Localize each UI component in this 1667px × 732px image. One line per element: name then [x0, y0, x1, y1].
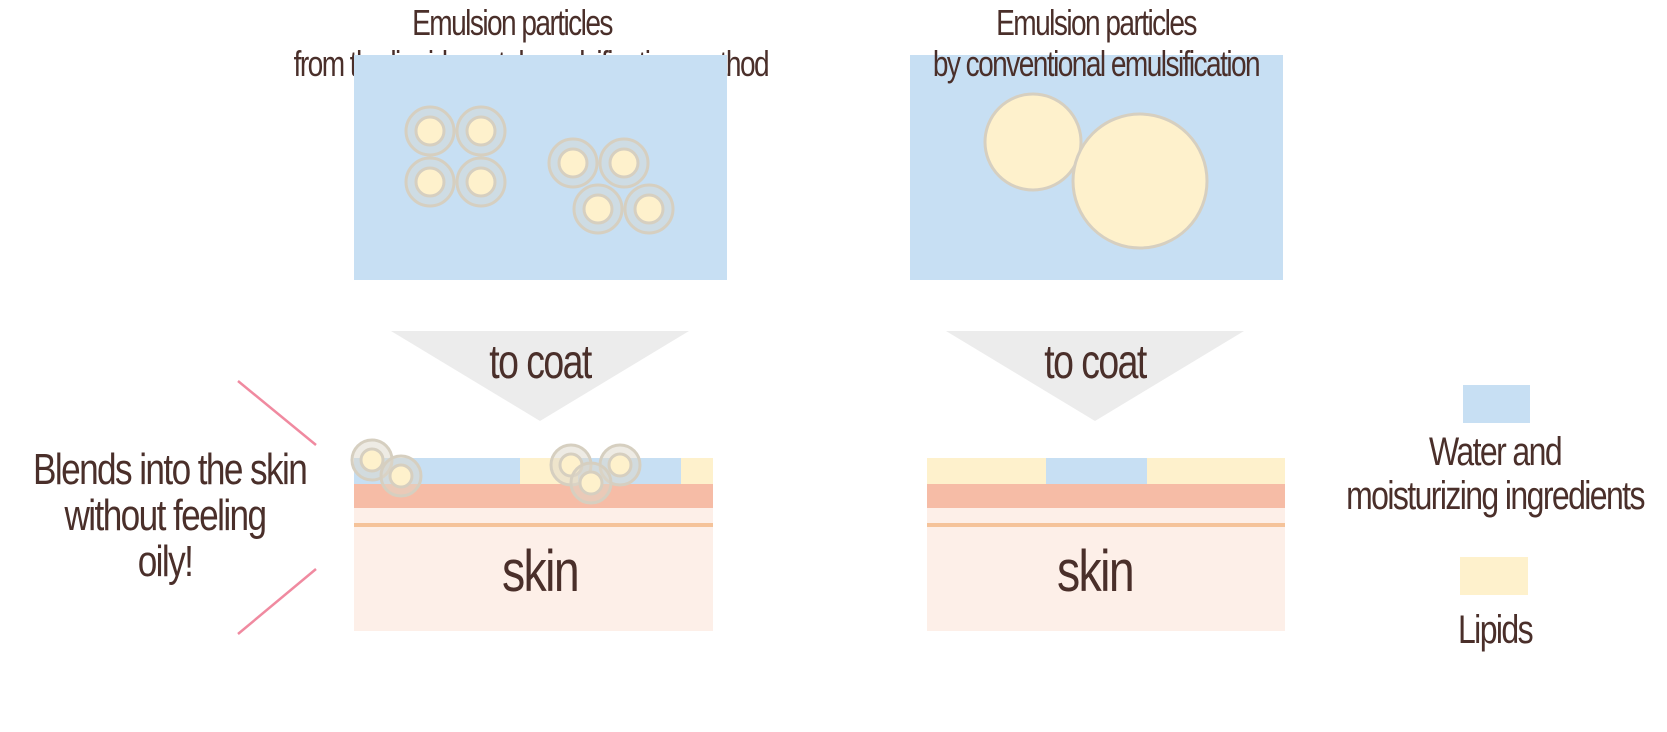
lc-particle	[547, 137, 599, 189]
lc-particle	[598, 137, 650, 189]
right-coating-water	[1046, 458, 1147, 484]
lc-skin-particles	[350, 438, 642, 505]
callout-line-top	[237, 380, 317, 446]
lc-particle	[569, 461, 613, 505]
right-coating-lipid-1	[927, 458, 1046, 484]
legend-water-line2: moisturizing ingredients	[1346, 474, 1645, 518]
right-skin-label: skin	[1056, 539, 1135, 604]
legend-lipids-label: Lipids	[1457, 608, 1534, 652]
lc-particle	[379, 454, 423, 498]
left-coating-lipid-2	[681, 458, 713, 484]
legend-lipid-swatch	[1460, 557, 1528, 595]
right-skin-body	[927, 508, 1285, 631]
callout-line3: oily!	[137, 537, 194, 587]
right-skin-layers	[927, 458, 1285, 631]
right-arrow-label: to coat	[1044, 336, 1147, 389]
lc-particle	[404, 105, 456, 157]
lc-particle-group-1	[404, 105, 507, 208]
right-skin-line	[927, 523, 1285, 527]
conventional-particle-large	[1071, 112, 1209, 250]
right-coating-lipid-2	[1147, 458, 1285, 484]
left-skin-body	[354, 508, 713, 631]
right-title-line1: Emulsion particles	[996, 2, 1197, 43]
lc-particle	[623, 183, 675, 235]
lc-particle	[455, 156, 507, 208]
conventional-particle-small	[983, 92, 1083, 192]
callout-line1: Blends into the skin	[33, 445, 308, 494]
callout-text: Blends into the skin without feeling oil…	[33, 445, 308, 587]
left-coat-arrow	[391, 331, 689, 421]
right-skin-top	[927, 484, 1285, 508]
left-title-line1: Emulsion particles	[412, 2, 613, 43]
callout-line-bottom	[237, 568, 317, 635]
legend-water-swatch	[1463, 385, 1530, 423]
lc-particle	[404, 156, 456, 208]
lc-particle	[455, 105, 507, 157]
left-arrow-label: to coat	[489, 336, 592, 389]
right-coat-arrow	[946, 331, 1244, 421]
right-title-line2: by conventional emulsification	[932, 43, 1261, 85]
lc-particle	[572, 183, 624, 235]
left-skin-line	[354, 523, 713, 527]
left-water-box	[354, 55, 727, 280]
legend-water-label: Water and moisturizing ingredients	[1339, 430, 1651, 518]
lc-particle-group-2	[547, 137, 675, 235]
callout-line2: without feeling	[64, 491, 267, 541]
legend-water-line1: Water and	[1428, 430, 1563, 474]
left-skin-label: skin	[501, 539, 580, 604]
right-panel-title: Emulsion particles by conventional emuls…	[878, 2, 1315, 85]
